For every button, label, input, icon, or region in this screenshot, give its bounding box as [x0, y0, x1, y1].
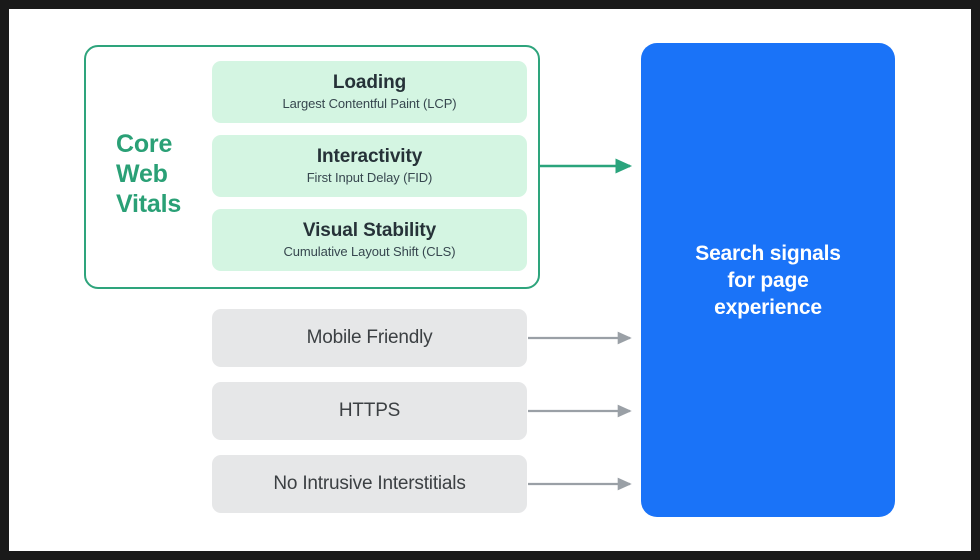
- diagram-canvas: Core Web Vitals Loading Largest Contentf…: [9, 9, 971, 551]
- search-signals-line-3: experience: [714, 295, 822, 319]
- search-signals-line-1: Search signals: [695, 241, 841, 265]
- metric-box-interactivity: Interactivity First Input Delay (FID): [212, 135, 527, 197]
- search-signals-panel: Search signals for page experience: [641, 43, 895, 517]
- core-web-vitals-group-label: Core Web Vitals: [116, 129, 211, 219]
- metric-title: Interactivity: [316, 146, 423, 167]
- metric-subtitle: Largest Contentful Paint (LCP): [282, 96, 457, 111]
- signal-box-https: HTTPS: [212, 382, 527, 440]
- metric-title: Visual Stability: [302, 220, 437, 241]
- core-web-vitals-group: [84, 45, 540, 289]
- signal-label: Mobile Friendly: [306, 327, 433, 348]
- metric-box-loading: Loading Largest Contentful Paint (LCP): [212, 61, 527, 123]
- metric-subtitle: First Input Delay (FID): [306, 170, 433, 185]
- search-signals-line-2: for page: [727, 268, 809, 292]
- signal-label: No Intrusive Interstitials: [273, 473, 466, 494]
- core-web-vitals-label-line-1: Core: [116, 130, 173, 158]
- signal-box-no-intrusive-interstitials: No Intrusive Interstitials: [212, 455, 527, 513]
- metric-subtitle: Cumulative Layout Shift (CLS): [283, 244, 456, 259]
- metric-box-visual-stability: Visual Stability Cumulative Layout Shift…: [212, 209, 527, 271]
- signal-box-mobile-friendly: Mobile Friendly: [212, 309, 527, 367]
- core-web-vitals-label-line-3: Vitals: [116, 190, 182, 218]
- search-signals-panel-text: Search signals for page experience: [695, 240, 841, 321]
- signal-label: HTTPS: [338, 400, 401, 421]
- metric-title: Loading: [332, 72, 407, 93]
- core-web-vitals-label-line-2: Web: [116, 160, 168, 188]
